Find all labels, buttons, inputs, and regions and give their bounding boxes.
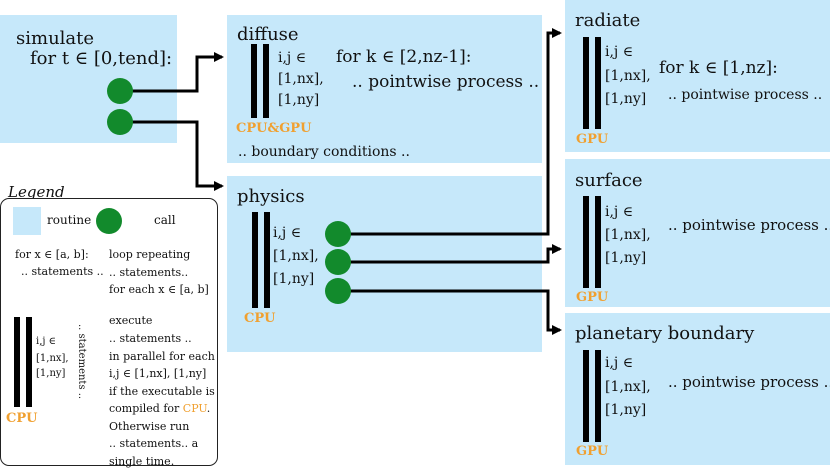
radiate-process: .. pointwise process .. (668, 87, 823, 103)
simulate-title: simulate (16, 28, 95, 49)
radiate-title: radiate (575, 10, 641, 31)
diffuse-range-1: i,j ∈ (278, 50, 307, 66)
legend-panel: routine call for x ∈ [a, b]: .. statemen… (0, 198, 218, 468)
arrow-simulate-physics (120, 120, 224, 191)
simulate-loop: for t ∈ [0,tend]: (30, 48, 173, 69)
legend-loop-code-2: .. statements .. (21, 265, 104, 278)
planetary-box (565, 313, 830, 465)
diffuse-title: diffuse (237, 24, 299, 45)
legend-call-dot (96, 208, 122, 234)
physics-call-planetary-dot[interactable] (325, 278, 351, 304)
legend-par-statements: .. statements .. (76, 324, 87, 400)
surface-box (565, 159, 830, 307)
surface-range-1: i,j ∈ (605, 204, 634, 220)
diffuse-loop: for k ∈ [2,nz-1]: (336, 47, 472, 67)
physics-range-3: [1,ny] (273, 271, 315, 287)
simulate-call-physics-dot[interactable] (107, 109, 133, 135)
legend-loop-desc-1: loop repeating (109, 248, 191, 261)
radiate-range-2: [1,nx], (605, 68, 651, 84)
legend-par-hw-label: CPU (6, 411, 38, 426)
planetary-range-3: [1,ny] (605, 402, 647, 418)
legend-par-desc-compiled-text: compiled for (109, 402, 183, 415)
legend-par-desc-4: i,j ∈ [1,nx], [1,ny] (109, 367, 207, 380)
legend-loop-desc-3: for each x ∈ [a, b] (109, 283, 209, 296)
planetary-parallel-bars (583, 350, 601, 442)
physics-parallel-bars (252, 212, 270, 308)
diffuse-process: .. pointwise process .. (352, 72, 540, 92)
radiate-range-1: i,j ∈ (605, 44, 634, 60)
diffuse-boundary: .. boundary conditions .. (238, 144, 410, 160)
planetary-range-1: i,j ∈ (605, 355, 634, 371)
arrow-physics-planetary (338, 289, 562, 335)
legend-title: Legend (8, 183, 65, 201)
physics-hw-label: CPU (244, 311, 276, 326)
physics-range-1: i,j ∈ (273, 225, 302, 241)
physics-title: physics (237, 186, 305, 207)
legend-loop-desc-2: .. statements.. (109, 266, 189, 279)
legend-par-desc-6: Otherwise run (109, 420, 190, 433)
radiate-hw-label: GPU (576, 132, 609, 147)
legend-par-desc-compiled: compiled for CPU. (109, 400, 210, 418)
surface-range-3: [1,ny] (605, 250, 647, 266)
legend-parallel-bars (14, 317, 32, 407)
planetary-process: .. pointwise process .. (668, 373, 830, 391)
legend-par-desc-1: execute (109, 314, 153, 327)
radiate-box (565, 0, 830, 152)
radiate-parallel-bars (583, 37, 601, 129)
surface-hw-label: GPU (576, 290, 609, 305)
surface-title: surface (575, 170, 643, 191)
legend-par-desc-period: . (206, 402, 211, 415)
planetary-title: planetary boundary (575, 323, 755, 344)
legend-par-range-1: i,j ∈ (36, 336, 57, 347)
surface-range-2: [1,nx], (605, 227, 651, 243)
legend-par-desc-hw: CPU (182, 402, 207, 415)
arrow-physics-radiate (338, 28, 562, 236)
physics-call-surface-dot[interactable] (325, 249, 351, 275)
radiate-loop: for k ∈ [1,nz]: (659, 58, 778, 78)
legend-par-desc-3: in parallel for each (109, 350, 215, 363)
legend-par-desc-8: single time. (109, 455, 175, 468)
legend-par-desc-2: .. statements .. (109, 332, 192, 345)
physics-range-2: [1,nx], (273, 248, 319, 264)
diffuse-hw-label: CPU&GPU (236, 121, 312, 136)
legend-routine-swatch (13, 207, 41, 235)
surface-parallel-bars (583, 196, 601, 288)
radiate-range-3: [1,ny] (605, 91, 647, 107)
physics-box (227, 176, 542, 352)
legend-par-desc-7: .. statements.. a (109, 437, 199, 450)
legend-par-desc-5: if the executable is (109, 385, 215, 398)
arrow-physics-surface (338, 244, 562, 264)
legend-routine-label: routine (47, 213, 92, 227)
planetary-range-2: [1,nx], (605, 379, 651, 395)
planetary-hw-label: GPU (576, 444, 609, 459)
legend-par-range-3: [1,ny] (36, 368, 66, 379)
simulate-call-diffuse-dot[interactable] (107, 78, 133, 104)
diffuse-range-2: [1,nx], (278, 71, 324, 87)
arrow-simulate-diffuse (120, 52, 224, 93)
legend-call-label: call (154, 213, 176, 227)
legend-par-range-2: [1,nx], (36, 353, 69, 364)
legend-loop-code-1: for x ∈ [a, b]: (15, 248, 89, 261)
diffuse-parallel-bars (251, 44, 269, 118)
diffuse-range-3: [1,ny] (278, 92, 320, 108)
diffuse-box (227, 15, 542, 163)
physics-call-radiate-dot[interactable] (325, 221, 351, 247)
surface-process: .. pointwise process .. (668, 216, 830, 234)
